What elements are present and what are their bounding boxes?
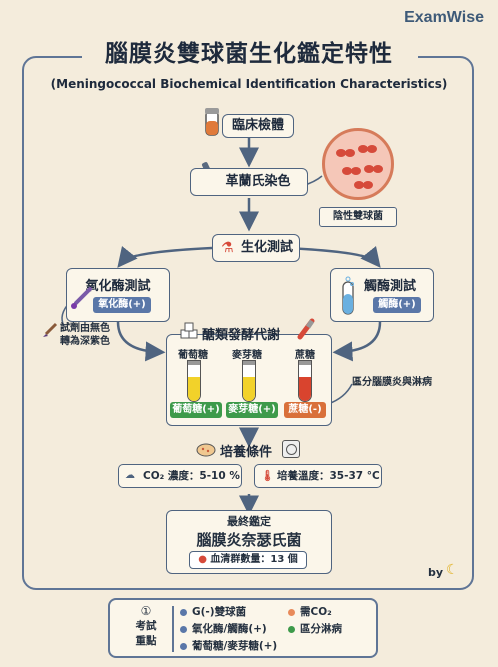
bacteria-microscope-view	[322, 128, 394, 200]
sugar-name-glucose: 葡萄糖	[178, 350, 208, 361]
culture-title: 培養條件	[220, 445, 273, 460]
legend-heading-line2: 重點	[135, 635, 157, 647]
thermometer-icon: 🌡	[261, 470, 275, 482]
sucrose-tube	[298, 360, 312, 402]
legend-item: 區分淋病	[300, 623, 342, 635]
signature-by: by	[428, 566, 444, 579]
serogroup-text: 血清群數量：13 個	[210, 554, 298, 565]
arrow-oxidase-ferment	[116, 321, 166, 362]
test-tube-icon	[296, 318, 316, 340]
page-subtitle: (Meningococcal Biochemical Identificatio…	[50, 77, 448, 91]
specimen-label: 臨床檢體	[231, 118, 284, 133]
banana-icon: ☾	[446, 562, 459, 578]
glucose-result-tag: 葡萄糖(+)	[170, 402, 222, 418]
oxidase-positive-tag: 氧化酶(+)	[93, 297, 151, 313]
specimen-tube-icon	[204, 107, 220, 137]
fermentation-title: 醣類發酵代謝	[202, 328, 281, 343]
arrow-biochem-oxidase	[117, 245, 213, 268]
legend-heading-line1: 考試	[135, 620, 157, 632]
serogroup-count: ● 血清群數量：13 個	[189, 551, 307, 569]
glucose-tube	[187, 360, 201, 402]
brand-logo: ExamWise	[404, 9, 484, 26]
catalase-title: 觸酶測試	[363, 279, 416, 294]
gram-stain-box: 革蘭氏染色	[190, 168, 308, 196]
exam-points-legend: ① 考試 重點 G(-)雙球菌 氧化酶/觸酶(+) 葡萄糖/麥芽糖(+) 需CO…	[108, 598, 378, 658]
maltose-result-tag: 麥芽糖(+)	[226, 402, 278, 418]
sucrose-result-tag: 蔗糖(-)	[284, 402, 326, 418]
incubator-icon	[282, 440, 300, 458]
differentiate-note: 區分腦膜炎與淋病	[352, 377, 432, 388]
legend-item: 需CO₂	[300, 606, 332, 618]
final-title: 最終鑑定	[227, 515, 271, 528]
cloud-icon: ☁	[125, 470, 135, 481]
final-identification-box: 最終鑑定 腦膜炎奈瑟氏菌 ● 血清群數量：13 個	[166, 510, 332, 574]
bubbling-tube-icon	[340, 276, 356, 316]
biochem-label: 生化測試	[240, 240, 293, 255]
brush-icon	[40, 322, 58, 344]
catalase-positive-tag: 觸酶(+)	[373, 297, 421, 313]
legend-right-column: 需CO₂ 區分淋病	[288, 604, 342, 636]
page-title: 腦膜炎雙球菌生化鑑定特性	[105, 41, 393, 67]
dropper-icon	[70, 286, 94, 310]
legend-item: 葡萄糖/麥芽糖(+)	[192, 640, 278, 652]
petri-dish-icon	[196, 442, 216, 457]
maltose-tube	[242, 360, 256, 402]
sugar-name-maltose: 麥芽糖	[232, 350, 262, 361]
arrow-biochem-catalase	[285, 245, 381, 268]
co2-condition-text: CO₂ 濃度：5-10 %	[143, 470, 240, 482]
specimen-box: 臨床檢體	[222, 114, 294, 138]
final-organism-name: 腦膜炎奈瑟氏菌	[196, 531, 302, 549]
oxidase-color-note: 試劑由無色 轉為深紫色	[60, 323, 110, 347]
legend-left-column: G(-)雙球菌 氧化酶/觸酶(+) 葡萄糖/麥芽糖(+)	[180, 604, 277, 653]
biochem-box: ⚗ 生化測試	[212, 234, 300, 262]
oxidase-title: 氧化酶測試	[85, 279, 151, 294]
legend-divider	[172, 606, 174, 652]
sugar-name-sucrose: 蔗糖	[295, 350, 315, 361]
legend-number: ①	[140, 604, 152, 618]
legend-heading: ① 考試 重點	[120, 604, 172, 648]
flask-icon: ⚗	[221, 240, 234, 256]
title-gap	[82, 48, 418, 64]
gram-stain-label: 革蘭氏染色	[225, 174, 291, 189]
temp-condition-text: 培養溫度：35-37 °C	[277, 470, 380, 482]
co2-condition-box: ☁ CO₂ 濃度：5-10 %	[118, 464, 242, 488]
legend-item: 氧化酶/觸酶(+)	[192, 623, 267, 635]
arrow-catalase-ferment	[332, 321, 382, 362]
legend-item: G(-)雙球菌	[192, 606, 247, 618]
gram-result-label: 陰性雙球菌	[319, 207, 397, 227]
brain-icon: ●	[198, 554, 207, 565]
sugar-cubes-icon	[180, 322, 198, 340]
temp-condition-box: 🌡 培養溫度：35-37 °C	[254, 464, 382, 488]
